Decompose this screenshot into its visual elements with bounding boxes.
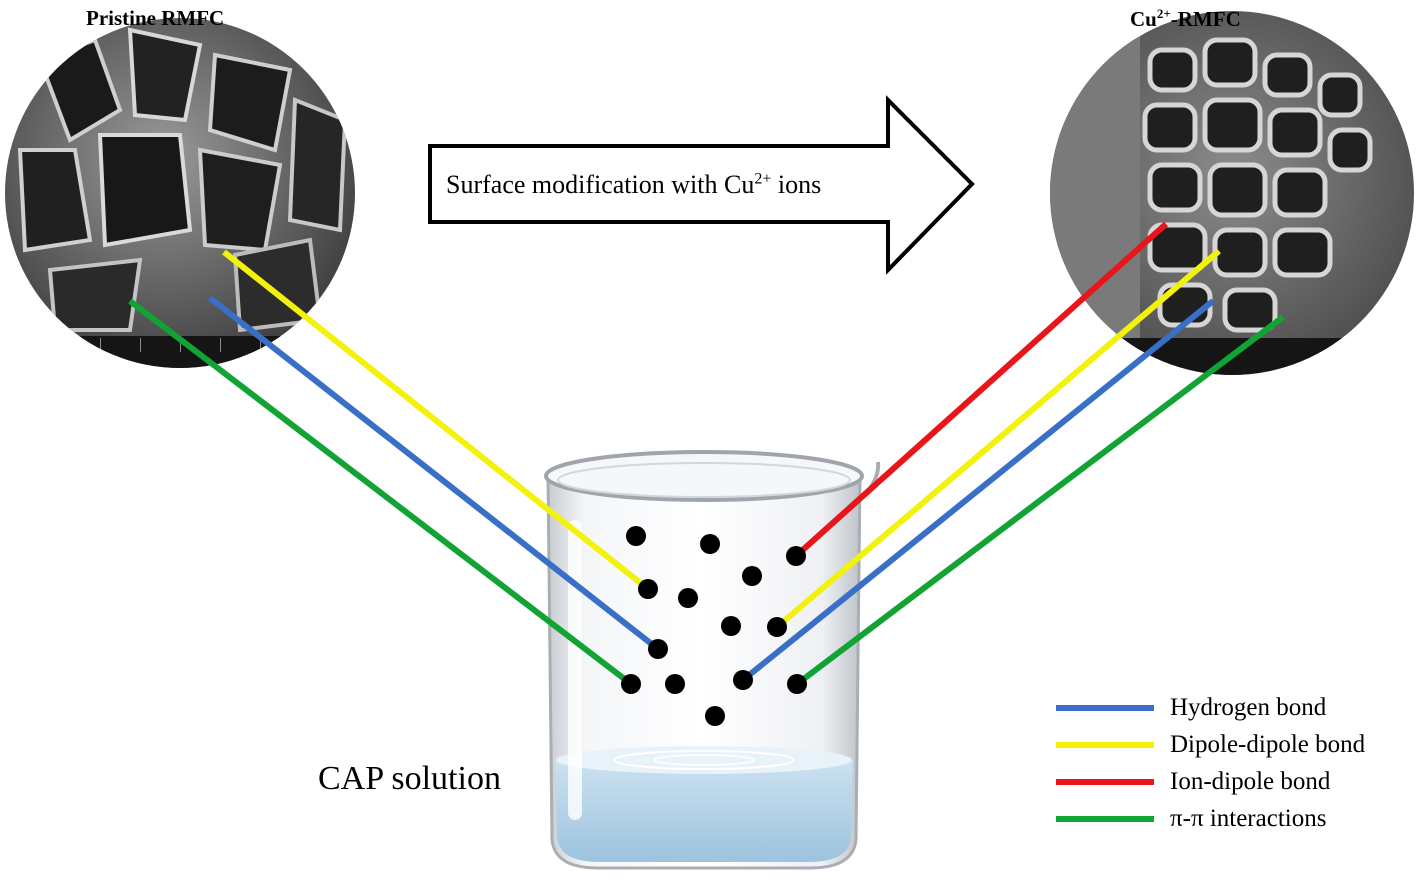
hydrogen-bond-line-left [208, 295, 660, 652]
legend-swatch [1056, 779, 1154, 785]
cap-solution-label: CAP solution [318, 760, 501, 797]
process-arrow [428, 95, 975, 275]
legend-item-hydrogen-bond: Hydrogen bond [1056, 690, 1326, 726]
cap-molecule [733, 670, 753, 690]
dipole-bond-line-left [222, 249, 650, 592]
legend-swatch [1056, 742, 1154, 748]
pi-interaction-line-right [795, 314, 1285, 687]
arrow-label: Surface modification with Cu2+ ions [446, 170, 822, 199]
cap-molecule [638, 579, 658, 599]
legend-label: Hydrogen bond [1170, 694, 1327, 721]
cap-molecule [721, 616, 741, 636]
legend-label: Dipole-dipole bond [1170, 731, 1366, 758]
cap-molecule [787, 674, 807, 694]
cap-molecule [626, 526, 646, 546]
legend-swatch [1056, 705, 1154, 711]
hydrogen-bond-line-right [741, 298, 1215, 683]
legend-label: π-π interactions [1170, 805, 1327, 832]
pristine-rmfc-micrograph [5, 18, 355, 368]
pristine-rmfc-title: Pristine RMFC [86, 6, 225, 30]
cap-molecule [767, 617, 787, 637]
dipole-bond-line-right [775, 248, 1221, 630]
cu-rmfc-micrograph [1050, 11, 1414, 375]
cap-molecule [700, 534, 720, 554]
cap-molecule [621, 674, 641, 694]
cap-molecule [648, 639, 668, 659]
pi-interaction-line-left [128, 298, 633, 687]
cap-molecule [742, 566, 762, 586]
legend-item-pi-pi-interactions: π-π interactions [1056, 801, 1326, 837]
legend-item-dipole-dipole-bond: Dipole-dipole bond [1056, 727, 1365, 763]
cap-molecule [705, 706, 725, 726]
cap-molecules [621, 526, 807, 726]
legend-item-ion-dipole-bond: Ion-dipole bond [1056, 764, 1330, 800]
ion-dipole-line-right [793, 221, 1169, 559]
cap-molecule [786, 546, 806, 566]
cap-molecule [678, 588, 698, 608]
legend-label: Ion-dipole bond [1170, 768, 1331, 795]
cap-molecule [665, 674, 685, 694]
legend-swatch [1056, 816, 1154, 822]
cu-rmfc-title: Cu2+-RMFC [1130, 6, 1241, 31]
